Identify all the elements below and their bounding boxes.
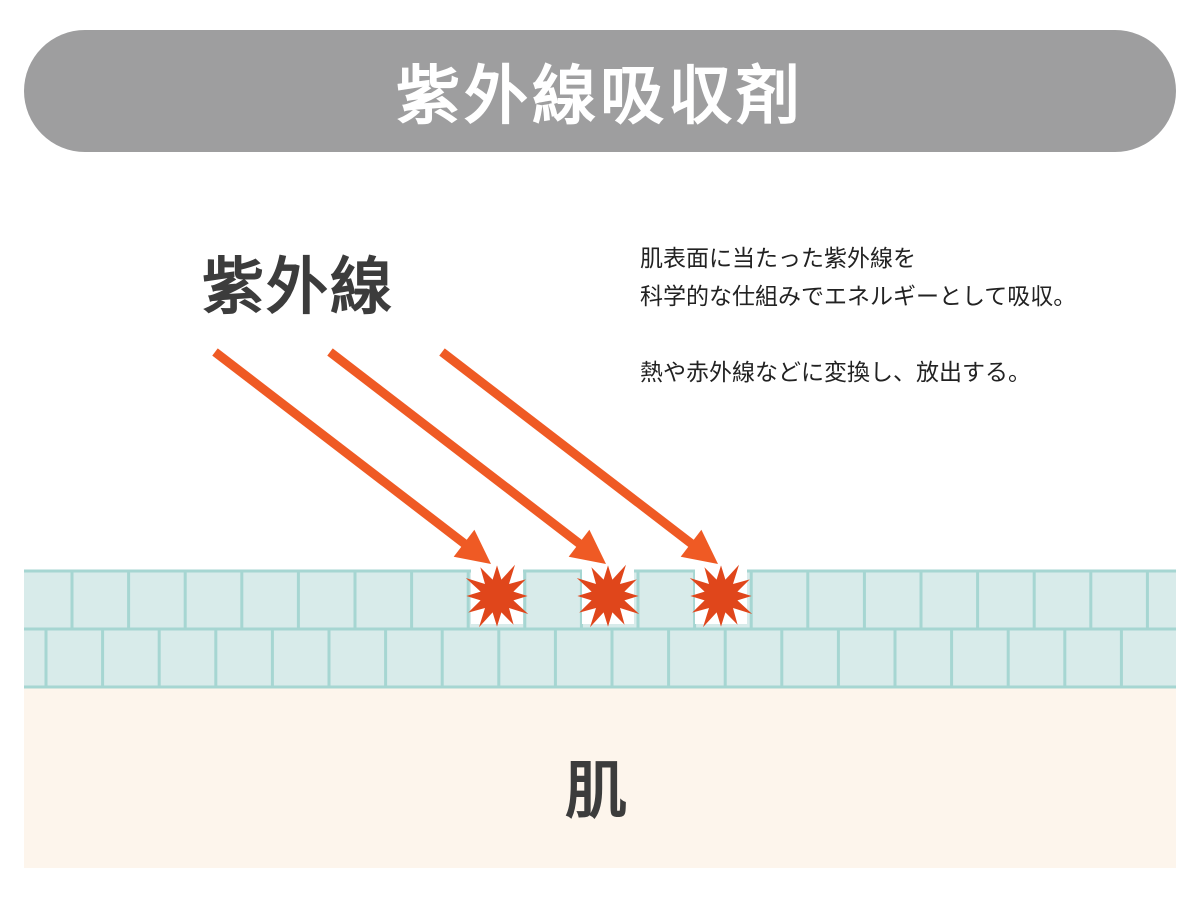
uv-ray-shaft <box>439 348 696 549</box>
uv-ray-head <box>453 529 491 564</box>
description-line-2: 科学的な仕組みでエネルギーとして吸収。 <box>640 284 1077 310</box>
cell-grid <box>24 569 1176 689</box>
uv-ray-shaft <box>212 348 469 549</box>
uv-ray-shaft <box>327 348 584 549</box>
description-text: 肌表面に当たった紫外線を 科学的な仕組みでエネルギーとして吸収。 熱や赤外線など… <box>640 240 1180 392</box>
description-line-1: 肌表面に当たった紫外線を <box>640 246 916 272</box>
uv-label: 紫外線 <box>202 250 395 323</box>
skin-label: 肌 <box>565 754 628 827</box>
absorption-burst-1 <box>465 564 529 628</box>
description-line-3: 熱や赤外線などに変換し、放出する。 <box>640 360 1031 386</box>
uv-ray-head <box>680 529 718 564</box>
absorption-burst-3 <box>689 564 753 628</box>
uv-ray-1 <box>212 348 491 564</box>
burst-star <box>576 564 640 628</box>
absorption-burst-2 <box>576 564 640 628</box>
title-banner: 紫外線吸収剤 <box>24 30 1176 152</box>
burst-star <box>465 564 529 628</box>
uv-ray-2 <box>327 348 606 564</box>
page-title: 紫外線吸収剤 <box>396 60 804 134</box>
skin-layer <box>24 688 1176 868</box>
uv-rays <box>212 348 718 564</box>
absorption-bursts <box>465 564 753 628</box>
uv-ray-head <box>568 529 606 564</box>
uv-ray-3 <box>439 348 718 564</box>
burst-star <box>689 564 753 628</box>
